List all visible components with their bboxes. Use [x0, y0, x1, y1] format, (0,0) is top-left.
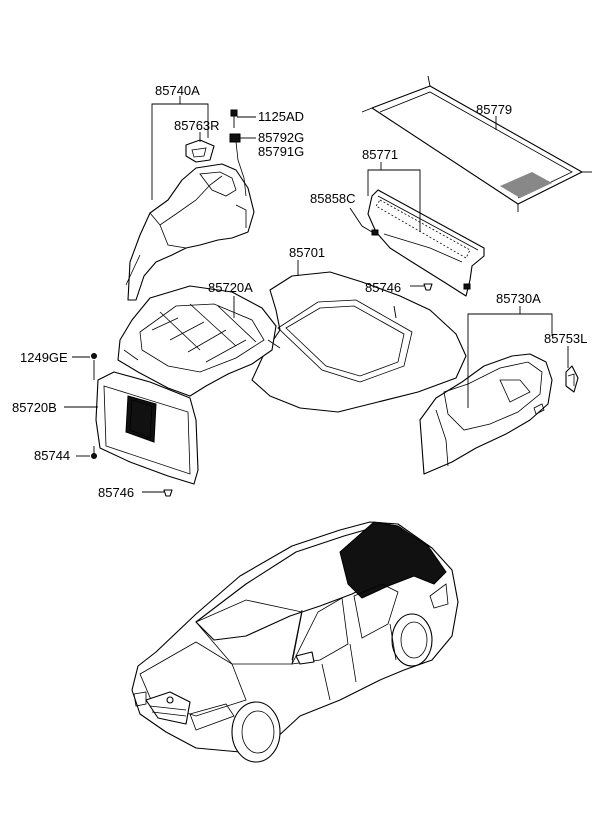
label-85858C: 85858C: [310, 191, 356, 206]
leader-lines: [64, 96, 569, 493]
label-85791G: 85791G: [258, 144, 304, 159]
label-1125AD: 1125AD: [258, 109, 304, 124]
floor-box-part: [117, 285, 281, 397]
label-85701: 85701: [289, 245, 325, 260]
85746-screw-bottom: [163, 489, 173, 497]
85792G-clip: [229, 133, 241, 143]
left-quarter-trim-part: [125, 163, 255, 301]
car-illustration: [131, 521, 459, 763]
rear-panel-trim-part: [367, 189, 485, 297]
label-85779: 85779: [476, 102, 512, 117]
label-85771: 85771: [362, 147, 398, 162]
label-85792G: 85792G: [258, 130, 304, 145]
1125AD-bolt: [230, 109, 238, 128]
right-quarter-trim-part: [419, 353, 553, 475]
85746-screw-right: [423, 283, 433, 291]
luggage-floor-covering-part: [251, 271, 467, 413]
label-85744: 85744: [34, 448, 70, 463]
label-85746-right: 85746: [365, 280, 401, 295]
part-labels: 85740A 1125AD 85763R 85792G 85791G 85779…: [12, 83, 587, 500]
label-85763R: 85763R: [174, 118, 220, 133]
label-85753L: 85753L: [544, 331, 587, 346]
rear-panel-part: [91, 353, 199, 485]
label-85730A: 85730A: [496, 291, 541, 306]
85753L-part: [565, 365, 579, 393]
label-85720A: 85720A: [208, 280, 253, 295]
85763R-part: [185, 139, 215, 163]
label-85740A: 85740A: [155, 83, 200, 98]
package-tray-cover-part: [361, 75, 592, 212]
label-85746-bottom: 85746: [98, 485, 134, 500]
label-85720B: 85720B: [12, 400, 57, 415]
label-1249GE: 1249GE: [20, 350, 68, 365]
